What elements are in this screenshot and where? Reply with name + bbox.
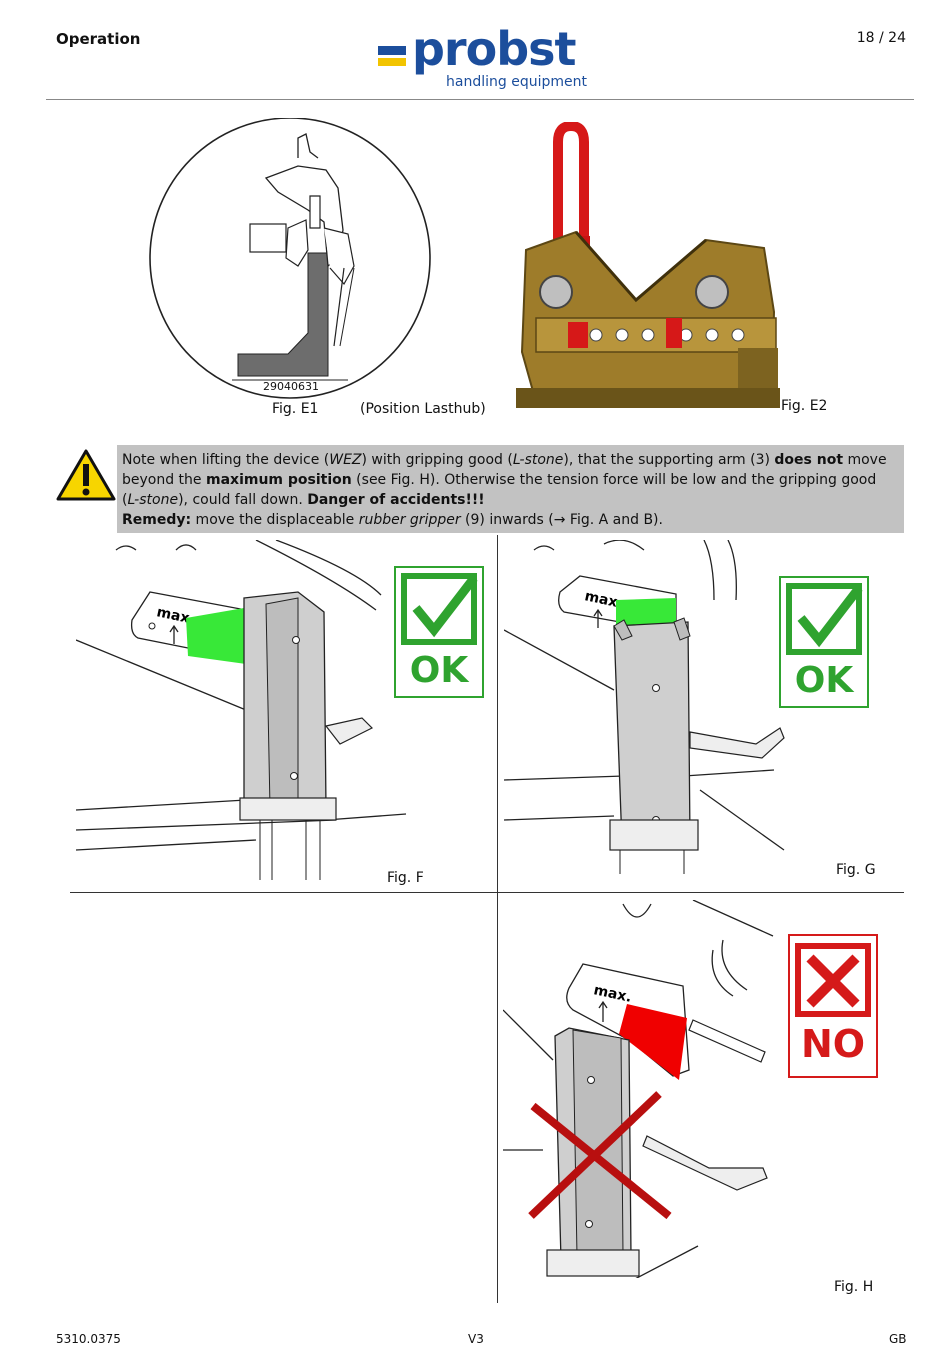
fig-g-label: Fig. G [836, 862, 876, 878]
warning-box [117, 445, 904, 533]
fig-h-no-text: NO [800, 1022, 866, 1066]
footer-language: GB [889, 1332, 907, 1346]
fig-f-max-text: max. [155, 604, 196, 628]
fig-g-ok-text: OK [794, 660, 854, 701]
probst-logo: probst handling equipment [378, 22, 593, 98]
warning-line-4: Remedy: move the displaceable rubber gri… [122, 512, 663, 528]
fig-g-ok-badge: OK [779, 576, 869, 708]
footer-version: V3 [468, 1332, 484, 1346]
fig-e2-label: Fig. E2 [781, 398, 828, 414]
fig-h-label: Fig. H [834, 1279, 874, 1295]
fig-f-ok-text: OK [409, 650, 469, 691]
grid-horizontal-divider [70, 892, 904, 893]
warning-triangle-icon [56, 449, 116, 501]
logo-subtitle: handling equipment [446, 74, 587, 90]
check-icon [401, 573, 478, 645]
fig-f-ok-badge: OK [394, 566, 484, 698]
page-number: 18 / 24 [856, 30, 906, 46]
fig-h-no-badge: NO [788, 934, 878, 1078]
fig-h-drawing: max. [503, 900, 774, 1278]
logo-bar-blue [378, 46, 406, 55]
fig-h-max-text: max. [592, 982, 633, 1006]
warning-line-1: Note when lifting the device (WEZ) with … [122, 452, 887, 468]
warning-line-2: beyond the maximum position (see Fig. H)… [122, 472, 877, 488]
check-icon [786, 583, 863, 655]
logo-word: probst [412, 22, 577, 76]
fig-f-label: Fig. F [387, 870, 424, 886]
section-title: Operation [56, 30, 141, 48]
warning-line-3: (L-stone), could fall down. Danger of ac… [122, 492, 485, 508]
fig-e1-number: 29040631 [263, 380, 319, 393]
header-divider [46, 99, 914, 100]
fig-e1-drawing [149, 118, 431, 399]
fig-e1-label: Fig. E1 [272, 401, 319, 417]
fig-e2-photo [516, 122, 780, 408]
logo-bar-yellow [378, 58, 406, 66]
footer-doc-number: 5310.0375 [56, 1332, 121, 1346]
cross-icon [795, 943, 871, 1017]
fig-f-drawing: max. [76, 540, 407, 880]
fig-g-drawing: max. [504, 540, 785, 874]
fig-g-max-text: max. [583, 588, 624, 612]
grid-vertical-divider [497, 535, 498, 1303]
warning-text: Note when lifting the device (WEZ) with … [122, 450, 902, 530]
fig-e1-caption: (Position Lasthub) [360, 401, 486, 417]
